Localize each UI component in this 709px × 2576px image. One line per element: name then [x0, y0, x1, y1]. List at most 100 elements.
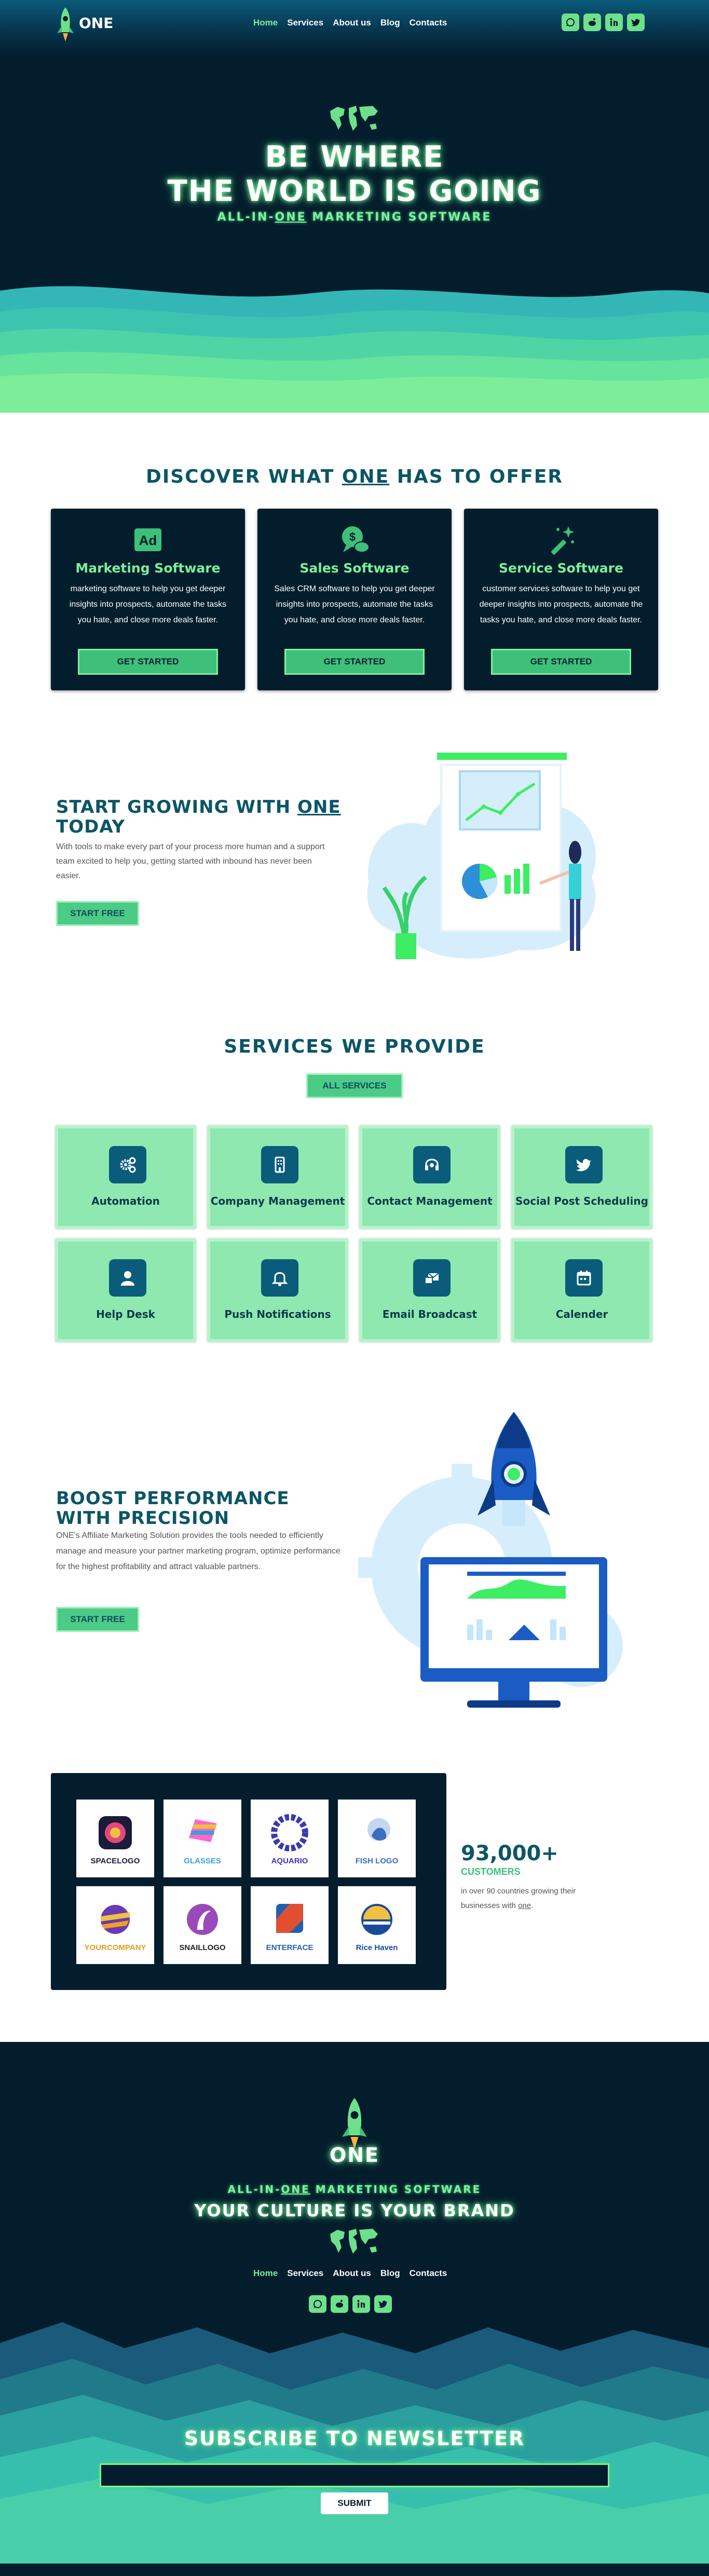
footer-nav-about[interactable]: About us — [333, 2268, 371, 2278]
newsletter-email-input[interactable] — [100, 2463, 609, 2487]
footer-nav-contacts[interactable]: Contacts — [409, 2268, 447, 2278]
card-text: marketing software to help you get deepe… — [69, 584, 227, 624]
footer-nav-home[interactable]: Home — [253, 2268, 278, 2278]
logo-glasses: GLASSES — [163, 1800, 241, 1877]
headset-icon — [425, 1158, 439, 1170]
service-card-help-desk[interactable]: Help Desk — [55, 1238, 196, 1342]
bell-icon — [271, 1272, 288, 1286]
logo-snaillogo: SNAILLOGO — [163, 1886, 241, 1964]
card-title: Sales Software — [299, 561, 410, 576]
service-label: Automation — [91, 1195, 160, 1207]
footer-social-links — [309, 2295, 392, 2313]
hero-section: ONE Home Services About us Blog Contacts… — [0, 0, 709, 413]
service-card-email-broadcast[interactable]: Email Broadcast — [359, 1238, 500, 1342]
mail-broadcast-icon — [425, 1273, 439, 1284]
service-card-automation[interactable]: Automation — [55, 1125, 196, 1229]
logo-fish: FISH LOGO — [338, 1800, 416, 1877]
footer-nav: Home Services About us Blog Contacts — [253, 2268, 447, 2279]
reddit-icon[interactable] — [331, 2295, 348, 2313]
card-title: Service Software — [499, 561, 623, 576]
main-nav: Home Services About us Blog Contacts — [253, 18, 447, 28]
footer-nav-blog[interactable]: Blog — [380, 2268, 400, 2278]
ad-icon: Ad — [134, 528, 161, 551]
nav-blog[interactable]: Blog — [380, 18, 400, 28]
building-icon — [275, 1156, 285, 1173]
offer-card-marketing: Ad Marketing Software marketing software… — [51, 509, 245, 690]
hero-tagline: ALL-IN-ONE MARKETING SOFTWARE — [217, 211, 492, 224]
twitter-icon[interactable] — [627, 13, 645, 31]
growing-text: With tools to make every part of your pr… — [56, 842, 325, 880]
logo-enterface: ENTERFACE — [251, 1886, 329, 1964]
nav-services[interactable]: Services — [287, 18, 324, 28]
whatsapp-icon[interactable] — [309, 2295, 326, 2313]
hero-waves — [0, 286, 709, 413]
newsletter-title: SUBSCRIBE TO NEWSLETTER — [184, 2427, 525, 2450]
service-label: Social Post Scheduling — [515, 1195, 648, 1207]
nav-contacts[interactable]: Contacts — [409, 18, 447, 28]
card-text: customer services software to help you g… — [479, 584, 643, 624]
offer-title: DISCOVER WHAT ONE HAS TO OFFER — [145, 466, 564, 487]
service-card-contact-management[interactable]: Contact Management — [359, 1125, 500, 1229]
boost-text: ONE's Affiliate Marketing Solution provi… — [56, 1531, 340, 1571]
rocket-performance-illustration — [358, 1412, 623, 1708]
reddit-icon[interactable] — [583, 13, 601, 31]
service-label: Contact Management — [367, 1195, 493, 1207]
logo-name: GLASSES — [184, 1856, 221, 1865]
brand-name[interactable]: ONE — [79, 15, 114, 32]
footer-nav-services[interactable]: Services — [287, 2268, 324, 2278]
get-started-button[interactable]: GET STARTED — [491, 649, 631, 675]
card-text: Sales CRM software to help you get deepe… — [274, 584, 435, 624]
service-card-push-notifications[interactable]: Push Notifications — [207, 1238, 348, 1342]
linkedin-icon[interactable] — [605, 13, 623, 31]
start-free-button[interactable]: START FREE — [56, 901, 139, 926]
logo-name: ENTERFACE — [266, 1943, 313, 1952]
world-map-icon — [330, 106, 378, 131]
service-label: Company Management — [210, 1195, 345, 1207]
footer-tagline: ALL-IN-ONE MARKETING SOFTWARE — [227, 2183, 482, 2196]
logo-rice-haven: Rice Haven — [338, 1886, 416, 1964]
linkedin-icon[interactable] — [352, 2295, 370, 2313]
social-links — [562, 13, 645, 31]
user-icon — [121, 1271, 134, 1286]
nav-about[interactable]: About us — [333, 18, 371, 28]
hero-title-line1: BE WHERE — [265, 140, 444, 174]
customer-count: 93,000+ — [461, 1842, 558, 1865]
submit-button[interactable]: SUBMIT — [321, 2492, 388, 2514]
nav-home[interactable]: Home — [253, 18, 278, 28]
offer-card-sales: $ Sales Software Sales CRM software to h… — [257, 509, 452, 690]
twitter-icon — [576, 1158, 591, 1171]
get-started-button[interactable]: GET STARTED — [78, 649, 218, 675]
rocket-logo-icon-footer[interactable] — [339, 2096, 370, 2152]
analytics-illustration — [367, 753, 596, 959]
hero-title-line2: THE WORLD IS GOING — [167, 174, 542, 208]
logo-name: AQUARIO — [271, 1856, 308, 1865]
svg-text:Ad: Ad — [139, 533, 157, 548]
service-card-company-management[interactable]: Company Management — [207, 1125, 348, 1229]
footer-section: ONE ALL-IN-ONE MARKETING SOFTWARE YOUR C… — [0, 2042, 709, 2576]
logo-name: Rice Haven — [356, 1943, 398, 1952]
magic-wand-icon — [551, 526, 574, 555]
logo-name: YOURCOMPANY — [84, 1943, 146, 1952]
gears-icon — [120, 1157, 136, 1173]
service-label: Push Notifications — [224, 1308, 331, 1320]
logo-name: FISH LOGO — [355, 1856, 399, 1865]
service-card-social-post-scheduling[interactable]: Social Post Scheduling — [511, 1125, 652, 1229]
money-chat-icon: $ — [342, 526, 370, 553]
rocket-logo-icon[interactable] — [55, 6, 76, 44]
card-title: Marketing Software — [75, 561, 221, 576]
twitter-icon[interactable] — [374, 2295, 392, 2313]
customer-text: in over 90 countries growing their busin… — [461, 1887, 576, 1910]
logo-spacelogo: SPACELOGO — [76, 1800, 154, 1877]
world-map-icon — [330, 2229, 378, 2254]
whatsapp-icon[interactable] — [562, 13, 579, 31]
customer-label: CUSTOMERS — [461, 1866, 521, 1877]
all-services-button[interactable]: ALL SERVICES — [306, 1073, 403, 1098]
calendar-icon — [577, 1271, 591, 1286]
logo-name: SPACELOGO — [90, 1856, 140, 1865]
get-started-button[interactable]: GET STARTED — [284, 649, 425, 675]
start-free-button-2[interactable]: START FREE — [56, 1607, 139, 1632]
service-card-calender[interactable]: Calender — [511, 1238, 652, 1342]
offer-card-service: Service Software customer services softw… — [464, 509, 658, 690]
